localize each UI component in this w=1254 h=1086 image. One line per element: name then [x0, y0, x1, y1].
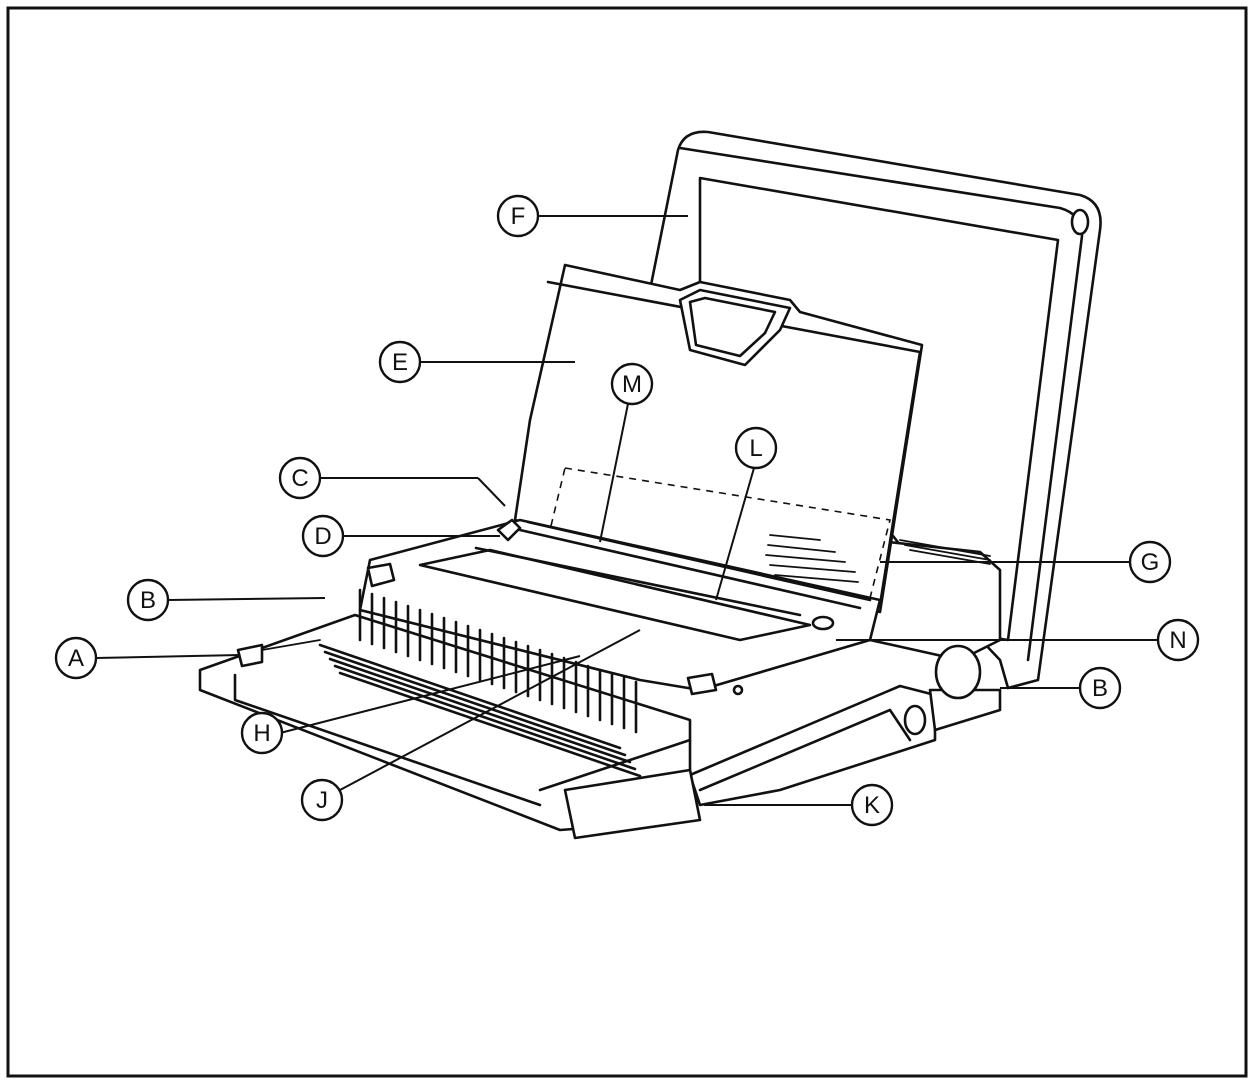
callout-label: D — [314, 523, 331, 550]
callout-a: A — [54, 636, 98, 680]
callout-b-left: B — [126, 578, 170, 622]
cover-plate — [513, 263, 924, 614]
figure-frame — [6, 6, 1248, 1078]
indicator-dot — [732, 684, 744, 696]
callout-label: B — [1092, 675, 1108, 702]
callout-label: M — [622, 371, 642, 398]
callout-l: L — [734, 426, 778, 470]
hinge-knob — [928, 644, 1002, 732]
callout-g: G — [1128, 540, 1172, 584]
callout-n: N — [1156, 618, 1200, 662]
callout-label: A — [68, 645, 84, 672]
callout-k: K — [850, 783, 894, 827]
callout-e: E — [378, 340, 422, 384]
callout-c: C — [278, 456, 322, 500]
callout-label: K — [864, 792, 880, 819]
callout-h: H — [240, 711, 284, 755]
callout-label: N — [1169, 627, 1186, 654]
callout-b-right: B — [1078, 666, 1122, 710]
callout-label: G — [1141, 549, 1160, 576]
top-body — [358, 518, 882, 692]
callout-f: F — [496, 194, 540, 238]
lever-arm — [563, 684, 937, 840]
callout-label: H — [253, 720, 270, 747]
comb-teeth — [318, 588, 642, 778]
clip-right — [686, 672, 718, 696]
callout-j: J — [300, 778, 344, 822]
clip-left — [366, 562, 396, 588]
callout-label: L — [749, 435, 762, 462]
callout-d: D — [301, 514, 345, 558]
callout-label: B — [140, 587, 156, 614]
callout-label: J — [316, 787, 328, 814]
callout-label: C — [291, 465, 308, 492]
callout-label: E — [392, 349, 408, 376]
callout-leaders — [95, 215, 1158, 806]
callout-m: M — [610, 362, 654, 406]
callout-label: F — [511, 203, 526, 230]
